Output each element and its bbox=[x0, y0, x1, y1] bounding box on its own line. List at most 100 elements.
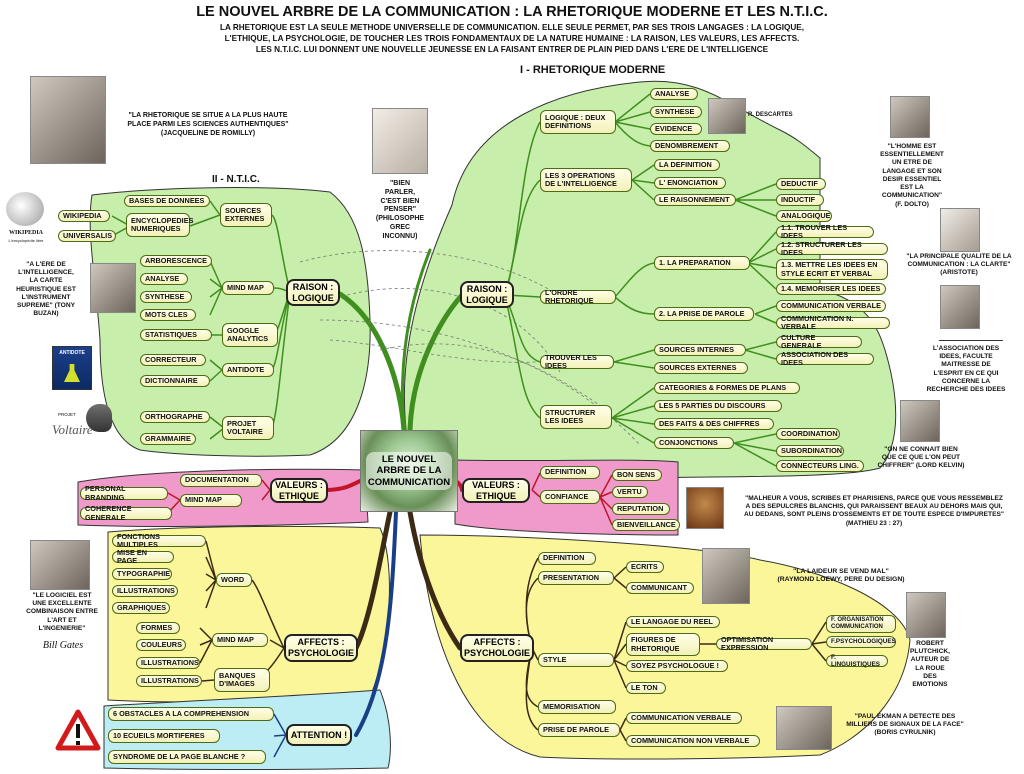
node-couleurs[interactable]: COULEURS bbox=[136, 639, 186, 651]
node-style-ecrit[interactable]: 1.3. METTRE LES IDEES EN STYLE ECRIT ET … bbox=[776, 259, 888, 280]
node-f-linguistiques[interactable]: F. LINGUISTIQUES bbox=[826, 654, 888, 668]
node-orthographe[interactable]: ORTHOGRAPHE bbox=[140, 411, 210, 423]
node-projet-voltaire[interactable]: PROJET VOLTAIRE bbox=[222, 416, 274, 440]
node-sources-externes-left[interactable]: SOURCES EXTERNES bbox=[220, 203, 272, 227]
node-documentation[interactable]: DOCUMENTATION bbox=[180, 474, 262, 487]
hub-attention[interactable]: ATTENTION ! bbox=[286, 724, 352, 746]
node-vertu[interactable]: VERTU bbox=[612, 486, 648, 498]
node-la-definition[interactable]: LA DEFINITION bbox=[654, 159, 720, 171]
node-graphiques[interactable]: GRAPHIQUES bbox=[112, 602, 170, 614]
node-structurer-idees[interactable]: STRUCTURER LES IDEES bbox=[540, 405, 612, 429]
node-communication-non-verbale[interactable]: COMMUNICATION NON VERBALE bbox=[626, 735, 760, 747]
node-association-idees[interactable]: ASSOCIATION DES IDEES bbox=[776, 350, 874, 367]
node-com-verbale[interactable]: COMMUNICATION VERBALE bbox=[776, 300, 886, 312]
node-syndrome-page-blanche[interactable]: SYNDROME DE LA PAGE BLANCHE ? bbox=[108, 750, 266, 764]
node-figures-rhetorique[interactable]: FIGURES DE RHETORIQUE bbox=[626, 633, 700, 656]
node-universalis[interactable]: UNIVERSALIS bbox=[58, 230, 116, 242]
node-statistiques[interactable]: STATISTIQUES bbox=[140, 329, 212, 341]
node-arborescence[interactable]: ARBORESCENCE bbox=[140, 255, 212, 267]
node-illustrations-3[interactable]: ILLUSTRATIONS bbox=[136, 675, 202, 687]
node-correcteur[interactable]: CORRECTEUR bbox=[140, 354, 206, 366]
node-antidote[interactable]: ANTIDOTE bbox=[222, 363, 274, 377]
node-analogique[interactable]: ANALOGIQUE bbox=[776, 210, 832, 222]
node-synthese-left[interactable]: SYNTHESE bbox=[140, 291, 192, 303]
node-prise-de-parole-affects[interactable]: PRISE DE PAROLE bbox=[538, 723, 620, 737]
node-mise-en-page[interactable]: MISE EN PAGE bbox=[112, 548, 174, 565]
node-logique-deux-definitions[interactable]: LOGIQUE : DEUX DEFINITIONS bbox=[540, 110, 616, 134]
hub-raison-left[interactable]: RAISON : LOGIQUE bbox=[286, 279, 340, 306]
node-style[interactable]: STYLE bbox=[538, 653, 614, 667]
node-prise-de-parole[interactable]: 2. LA PRISE DE PAROLE bbox=[654, 307, 754, 321]
node-grammaire[interactable]: GRAMMAIRE bbox=[140, 433, 196, 445]
node-le-ton[interactable]: LE TON bbox=[626, 682, 666, 694]
node-illustrations-1[interactable]: ILLUSTRATIONS bbox=[112, 585, 178, 597]
node-coordination[interactable]: COORDINATION bbox=[776, 428, 840, 440]
hub-raison-right[interactable]: RAISON : LOGIQUE bbox=[460, 281, 514, 308]
node-mots-cles[interactable]: MOTS CLES bbox=[140, 309, 196, 321]
node-denombrement[interactable]: DENOMBREMENT bbox=[650, 140, 730, 152]
node-inductif[interactable]: INDUCTIF bbox=[776, 194, 824, 206]
node-connecteurs[interactable]: CONNECTEURS LING. bbox=[776, 460, 864, 472]
hub-valeurs-right[interactable]: VALEURS : ETHIQUE bbox=[462, 478, 530, 503]
node-synthese[interactable]: SYNTHESE bbox=[650, 106, 702, 118]
node-raisonnement[interactable]: LE RAISONNEMENT bbox=[654, 194, 736, 206]
node-google-analytics[interactable]: GOOGLE ANALYTICS bbox=[222, 323, 278, 347]
node-analyse-left[interactable]: ANALYSE bbox=[140, 273, 188, 285]
node-soyez-psychologue[interactable]: SOYEZ PSYCHOLOGUE ! bbox=[626, 660, 728, 672]
node-coherence-generale[interactable]: COHERENCE GENERALE bbox=[80, 504, 172, 521]
node-culture-generale[interactable]: CULTURE GENERALE bbox=[776, 333, 862, 350]
node-trouver-idees[interactable]: TROUVER LES IDEES bbox=[540, 353, 614, 370]
node-communicant[interactable]: COMMUNICANT bbox=[626, 582, 694, 594]
node-communication-verbale[interactable]: COMMUNICATION VERBALE bbox=[626, 712, 742, 724]
node-personal-branding[interactable]: PERSONAL BRANDING bbox=[80, 484, 168, 501]
node-dix-ecueils[interactable]: 10 ECUEILS MORTIFERES bbox=[108, 729, 220, 743]
node-formes[interactable]: FORMES bbox=[136, 622, 180, 634]
node-enonciation[interactable]: L' ENONCIATION bbox=[654, 177, 726, 189]
node-mind-map-valeurs[interactable]: MIND MAP bbox=[180, 494, 242, 507]
node-encyclopedies[interactable]: ENCYCLOPEDIES NUMERIQUES bbox=[126, 213, 193, 237]
node-memoriser-idees[interactable]: 1.4. MEMORISER LES IDEES bbox=[776, 283, 886, 295]
node-trouver-idees-1[interactable]: 1.1. TROUVER LES IDEES bbox=[776, 223, 874, 240]
node-bon-sens[interactable]: BON SENS bbox=[612, 469, 662, 481]
node-faits-chiffres[interactable]: DES FAITS & DES CHIFFRES bbox=[654, 418, 774, 430]
hub-affects-right[interactable]: AFFECTS : PSYCHOLOGIE bbox=[460, 634, 534, 662]
node-definition-affects[interactable]: DEFINITION bbox=[538, 552, 596, 565]
node-subordination[interactable]: SUBORDINATION bbox=[776, 445, 844, 457]
node-six-obstacles[interactable]: 6 OBSTACLES A LA COMPREHENSION bbox=[108, 707, 274, 721]
node-sources-internes[interactable]: SOURCES INTERNES bbox=[654, 344, 746, 356]
node-dictionnaire[interactable]: DICTIONNAIRE bbox=[140, 375, 210, 387]
node-typographie[interactable]: TYPOGRAPHIE bbox=[112, 568, 172, 580]
hub-valeurs-left[interactable]: VALEURS : ETHIQUE bbox=[270, 478, 328, 503]
node-illustrations-2[interactable]: ILLUSTRATIONS bbox=[136, 657, 200, 669]
node-conjonctions[interactable]: CONJONCTIONS bbox=[654, 437, 734, 449]
node-optimisation-expression[interactable]: OPTIMISATION EXPRESSION bbox=[716, 635, 812, 652]
node-ordre-rhetorique[interactable]: L'ORDRE RHETORIQUE bbox=[540, 288, 616, 305]
node-ecrits[interactable]: ECRITS bbox=[626, 561, 664, 573]
node-structurer-idees-1[interactable]: 1.2. STRUCTURER LES IDEES bbox=[776, 240, 888, 257]
node-categories[interactable]: CATEGORIES & FORMES DE PLANS bbox=[654, 382, 800, 394]
node-wikipedia[interactable]: WIKIPEDIA bbox=[58, 210, 110, 222]
node-fonctions-multiples[interactable]: FONCTIONS MULTIPLES bbox=[112, 532, 206, 549]
node-mind-map-left[interactable]: MIND MAP bbox=[222, 281, 274, 295]
node-bienveillance[interactable]: BIENVEILLANCE bbox=[612, 519, 680, 531]
node-presentation[interactable]: PRESENTATION bbox=[538, 571, 614, 585]
node-trois-operations[interactable]: LES 3 OPERATIONS DE L'INTELLIGENCE bbox=[540, 168, 632, 192]
node-f-organisation[interactable]: F. ORGANISATION COMMUNICATION bbox=[826, 615, 896, 633]
node-mind-map-affects[interactable]: MIND MAP bbox=[212, 633, 268, 647]
node-langage-reel[interactable]: LE LANGAGE DU REEL bbox=[626, 616, 720, 628]
node-confiance[interactable]: CONFIANCE bbox=[540, 490, 600, 504]
hub-affects-left[interactable]: AFFECTS : PSYCHOLOGIE bbox=[284, 634, 358, 662]
node-bases-donnees[interactable]: BASES DE DONNEES bbox=[124, 195, 210, 207]
node-deductif[interactable]: DEDUCTIF bbox=[776, 178, 826, 190]
node-evidence[interactable]: EVIDENCE bbox=[650, 123, 702, 135]
node-memorisation[interactable]: MEMORISATION bbox=[538, 700, 616, 714]
node-word[interactable]: WORD bbox=[216, 573, 252, 587]
node-analyse[interactable]: ANALYSE bbox=[650, 88, 698, 100]
node-cinq-parties[interactable]: LES 5 PARTIES DU DISCOURS bbox=[654, 400, 782, 412]
node-preparation[interactable]: 1. LA PREPARATION bbox=[654, 256, 750, 270]
node-com-n-verbale[interactable]: COMMUNICATION N. VERBALE bbox=[776, 314, 890, 331]
node-reputation[interactable]: REPUTATION bbox=[612, 503, 670, 515]
node-definition-valeurs[interactable]: DEFINITION bbox=[540, 466, 600, 479]
node-banques-images[interactable]: BANQUES D'IMAGES bbox=[214, 668, 270, 692]
node-f-psychologiques[interactable]: F.PSYCHOLOGIQUES bbox=[826, 636, 896, 648]
